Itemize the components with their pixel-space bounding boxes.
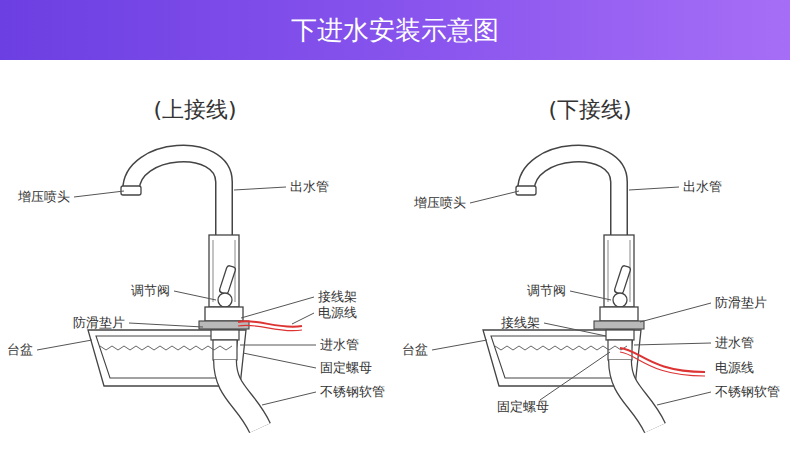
part-label: 固定螺母 <box>497 399 549 415</box>
part-label: 增压喷头 <box>18 189 70 205</box>
part-label: 进水管 <box>715 335 754 351</box>
part-label: 调节阀 <box>131 283 170 299</box>
part-label: 不锈钢软管 <box>715 384 780 400</box>
part-label: 防滑垫片 <box>715 295 767 311</box>
part-label: 电源线 <box>318 305 357 321</box>
part-label: 台盆 <box>7 342 33 358</box>
water-line <box>495 346 627 350</box>
part-label: 电源线 <box>715 360 754 376</box>
part-label: 增压喷头 <box>414 195 466 211</box>
part-label: 台盆 <box>402 342 428 358</box>
part-label: 调节阀 <box>527 283 566 299</box>
part-label: 不锈钢软管 <box>320 384 385 400</box>
part-label: 防滑垫片 <box>73 315 125 331</box>
sub-heading: (下接线) <box>548 97 631 123</box>
part-label: 接线架 <box>501 315 540 331</box>
water-line <box>100 346 232 350</box>
part-label: 出水管 <box>290 179 329 195</box>
part-label: 接线架 <box>318 289 357 305</box>
part-label: 进水管 <box>320 337 359 353</box>
page-title: 下进水安装示意图 <box>0 0 790 60</box>
sub-heading: (上接线) <box>153 97 236 123</box>
part-label: 出水管 <box>683 179 722 195</box>
part-label: 固定螺母 <box>320 360 372 376</box>
